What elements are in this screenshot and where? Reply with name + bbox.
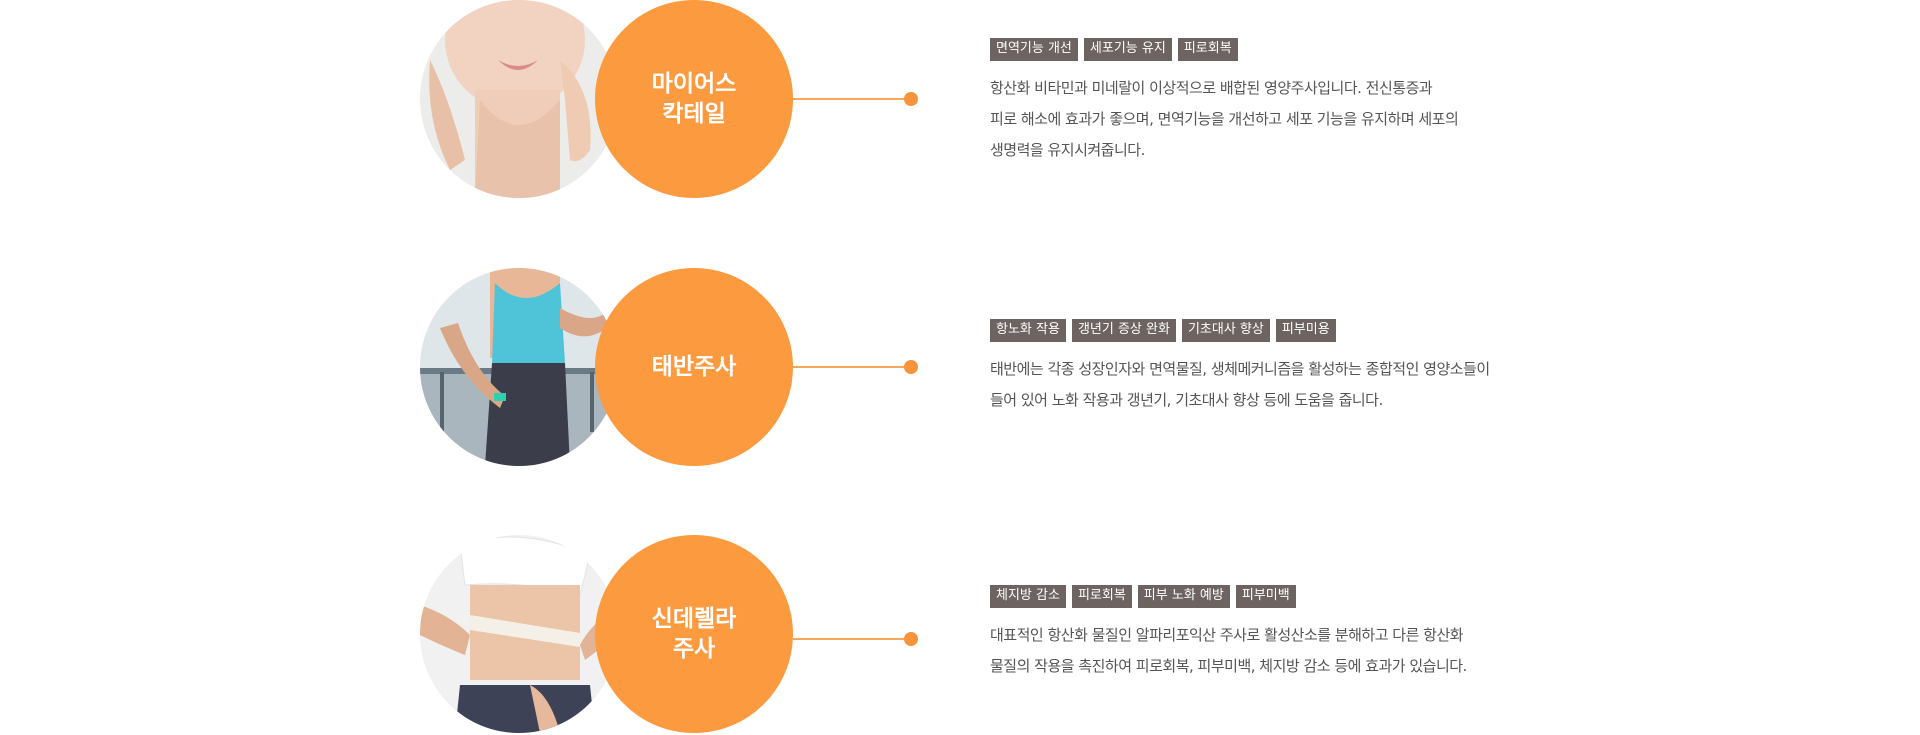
connector-dot bbox=[904, 360, 918, 374]
treatment-description: 항산화 비타민과 미네랄이 이상적으로 배합된 영양주사입니다. 전신통증과 피… bbox=[990, 73, 1550, 166]
tag: 피부미용 bbox=[1275, 319, 1336, 342]
treatment-row-placenta: 태반주사 항노화 작용 갱년기 증상 완화 기초대사 향상 피부미용 태반에는 … bbox=[0, 268, 1920, 468]
tag: 세포기능 유지 bbox=[1083, 38, 1172, 61]
description-line: 생명력을 유지시켜줍니다. bbox=[990, 141, 1145, 159]
tag: 체지방 감소 bbox=[990, 585, 1066, 608]
tag: 피부 노화 예방 bbox=[1137, 585, 1230, 608]
treatment-title: 마이어스 칵테일 bbox=[651, 71, 737, 127]
tag: 피로회복 bbox=[1071, 585, 1132, 608]
connector-line bbox=[793, 366, 911, 368]
woman-neck-photo bbox=[420, 0, 618, 198]
treatment-title-circle: 마이어스 칵테일 bbox=[595, 0, 793, 198]
tag-list: 체지방 감소 피로회복 피부 노화 예방 피부미백 bbox=[990, 585, 1550, 608]
description-line: 피로 해소에 효과가 좋으며, 면역기능을 개선하고 세포 기능을 유지하며 세… bbox=[990, 110, 1459, 128]
description-line: 대표적인 항산화 물질인 알파리포익산 주사로 활성산소를 분해하고 다른 항산… bbox=[990, 626, 1464, 644]
treatment-row-myers: 마이어스 칵테일 면역기능 개선 세포기능 유지 피로회복 항산화 비타민과 미… bbox=[0, 0, 1920, 200]
treatment-info: 항노화 작용 갱년기 증상 완화 기초대사 향상 피부미용 태반에는 각종 성장… bbox=[990, 319, 1550, 416]
description-line: 물질의 작용을 촉진하여 피로회복, 피부미백, 체지방 감소 등에 효과가 있… bbox=[990, 657, 1467, 675]
tag: 피부미백 bbox=[1235, 585, 1296, 608]
connector-line bbox=[793, 638, 911, 640]
treatment-title: 태반주사 bbox=[651, 354, 737, 380]
tag-list: 항노화 작용 갱년기 증상 완화 기초대사 향상 피부미용 bbox=[990, 319, 1550, 342]
treatment-info: 면역기능 개선 세포기능 유지 피로회복 항산화 비타민과 미네랄이 이상적으로… bbox=[990, 38, 1550, 166]
tag: 피로회복 bbox=[1177, 38, 1238, 61]
treatment-row-cinderella: 신데렐라 주사 체지방 감소 피로회복 피부 노화 예방 피부미백 대표적인 항… bbox=[0, 535, 1920, 735]
tag-list: 면역기능 개선 세포기능 유지 피로회복 bbox=[990, 38, 1550, 61]
waist-measuring-photo bbox=[420, 535, 618, 733]
treatment-description: 태반에는 각종 성장인자와 면역물질, 생체메커니즘을 활성하는 종합적인 영양… bbox=[990, 354, 1550, 416]
connector-dot bbox=[904, 632, 918, 646]
description-line: 항산화 비타민과 미네랄이 이상적으로 배합된 영양주사입니다. 전신통증과 bbox=[990, 79, 1433, 97]
treatment-title-circle: 태반주사 bbox=[595, 268, 793, 466]
connector-line bbox=[793, 98, 911, 100]
tag: 면역기능 개선 bbox=[990, 38, 1078, 61]
treatment-description: 대표적인 항산화 물질인 알파리포익산 주사로 활성산소를 분해하고 다른 항산… bbox=[990, 620, 1550, 682]
tag: 기초대사 향상 bbox=[1181, 319, 1270, 342]
connector-dot bbox=[904, 92, 918, 106]
description-line: 태반에는 각종 성장인자와 면역물질, 생체메커니즘을 활성하는 종합적인 영양… bbox=[990, 360, 1490, 378]
treatment-title: 신데렐라 주사 bbox=[651, 606, 737, 662]
treatment-title-circle: 신데렐라 주사 bbox=[595, 535, 793, 733]
tag: 갱년기 증상 완화 bbox=[1071, 319, 1176, 342]
description-line: 들어 있어 노화 작용과 갱년기, 기초대사 향상 등에 도움을 줍니다. bbox=[990, 391, 1383, 409]
tag: 항노화 작용 bbox=[990, 319, 1066, 342]
treatment-info: 체지방 감소 피로회복 피부 노화 예방 피부미백 대표적인 항산화 물질인 알… bbox=[990, 585, 1550, 682]
fitness-woman-photo bbox=[420, 268, 618, 466]
